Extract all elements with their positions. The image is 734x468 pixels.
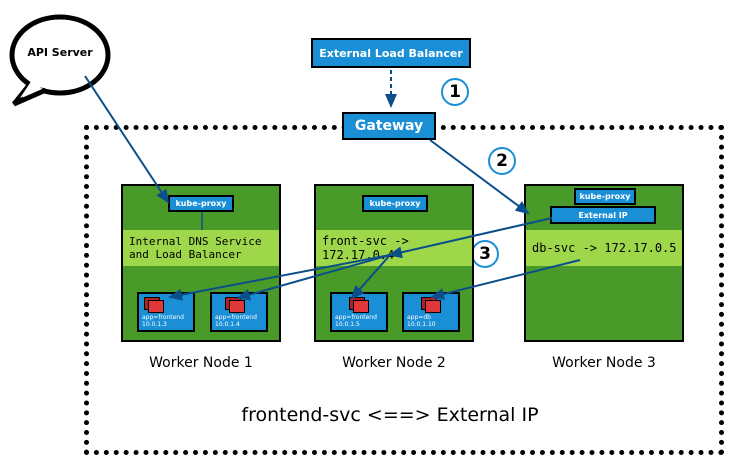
external-ip-to-front-svc-arrow [388, 217, 553, 259]
step-2-badge: 2 [488, 147, 516, 175]
node-label-2: Worker Node 2 [342, 355, 446, 371]
db-svc-band: db-svc -> 172.17.0.5 [526, 230, 682, 266]
external-ip-box: External IP [550, 206, 656, 224]
kube-proxy-node-2: kube-proxy [362, 195, 428, 212]
pod-app-label: app=frontend [215, 314, 257, 321]
api-server-label: API Server [27, 46, 93, 59]
gateway-box: Gateway [342, 112, 436, 140]
gateway-to-external-ip-arrow [429, 139, 530, 215]
container-icon [353, 300, 369, 313]
external-load-balancer: External Load Balancer [311, 38, 471, 68]
node-label-3: Worker Node 3 [552, 355, 656, 371]
pod-db: app=db 10.0.1.10 [402, 292, 460, 332]
pod-app-label: app=frontend [142, 314, 184, 321]
band-line: Internal DNS Service [129, 235, 262, 248]
front-svc-to-pod-2-arrow [236, 254, 391, 301]
pod-app-label: app=frontend [335, 314, 377, 321]
pod-ip-label: 10.0.1.5 [335, 321, 360, 328]
api-server-bubble [9, 14, 111, 107]
footer-label: frontend-svc <==> External IP [241, 404, 539, 426]
container-icon [148, 300, 164, 313]
step-3-badge: 3 [471, 240, 499, 268]
db-svc-to-db-pod-arrow [430, 259, 581, 300]
container-icon [425, 300, 441, 313]
dns-service-band: Internal DNS Service and Load Balancer [123, 230, 279, 266]
node-label-1: Worker Node 1 [149, 355, 253, 371]
kube-proxy-node-3: kube-proxy [574, 188, 636, 205]
pod-app-label: app=db [407, 314, 431, 321]
band-line: and Load Balancer [129, 248, 242, 261]
band-line: db-svc -> 172.17.0.5 [532, 241, 677, 255]
api-to-kube-proxy-arrow [84, 75, 170, 204]
step-1-badge: 1 [441, 78, 469, 106]
pod-frontend-1: app=frontend 10.0.1.3 [137, 292, 195, 332]
front-svc-to-pod-1-arrow [168, 254, 391, 301]
pod-ip-label: 10.0.1.3 [142, 321, 167, 328]
pod-ip-label: 10.0.1.10 [407, 321, 436, 328]
pod-ip-label: 10.0.1.4 [215, 321, 240, 328]
front-svc-to-pod-3-arrow [350, 254, 391, 300]
